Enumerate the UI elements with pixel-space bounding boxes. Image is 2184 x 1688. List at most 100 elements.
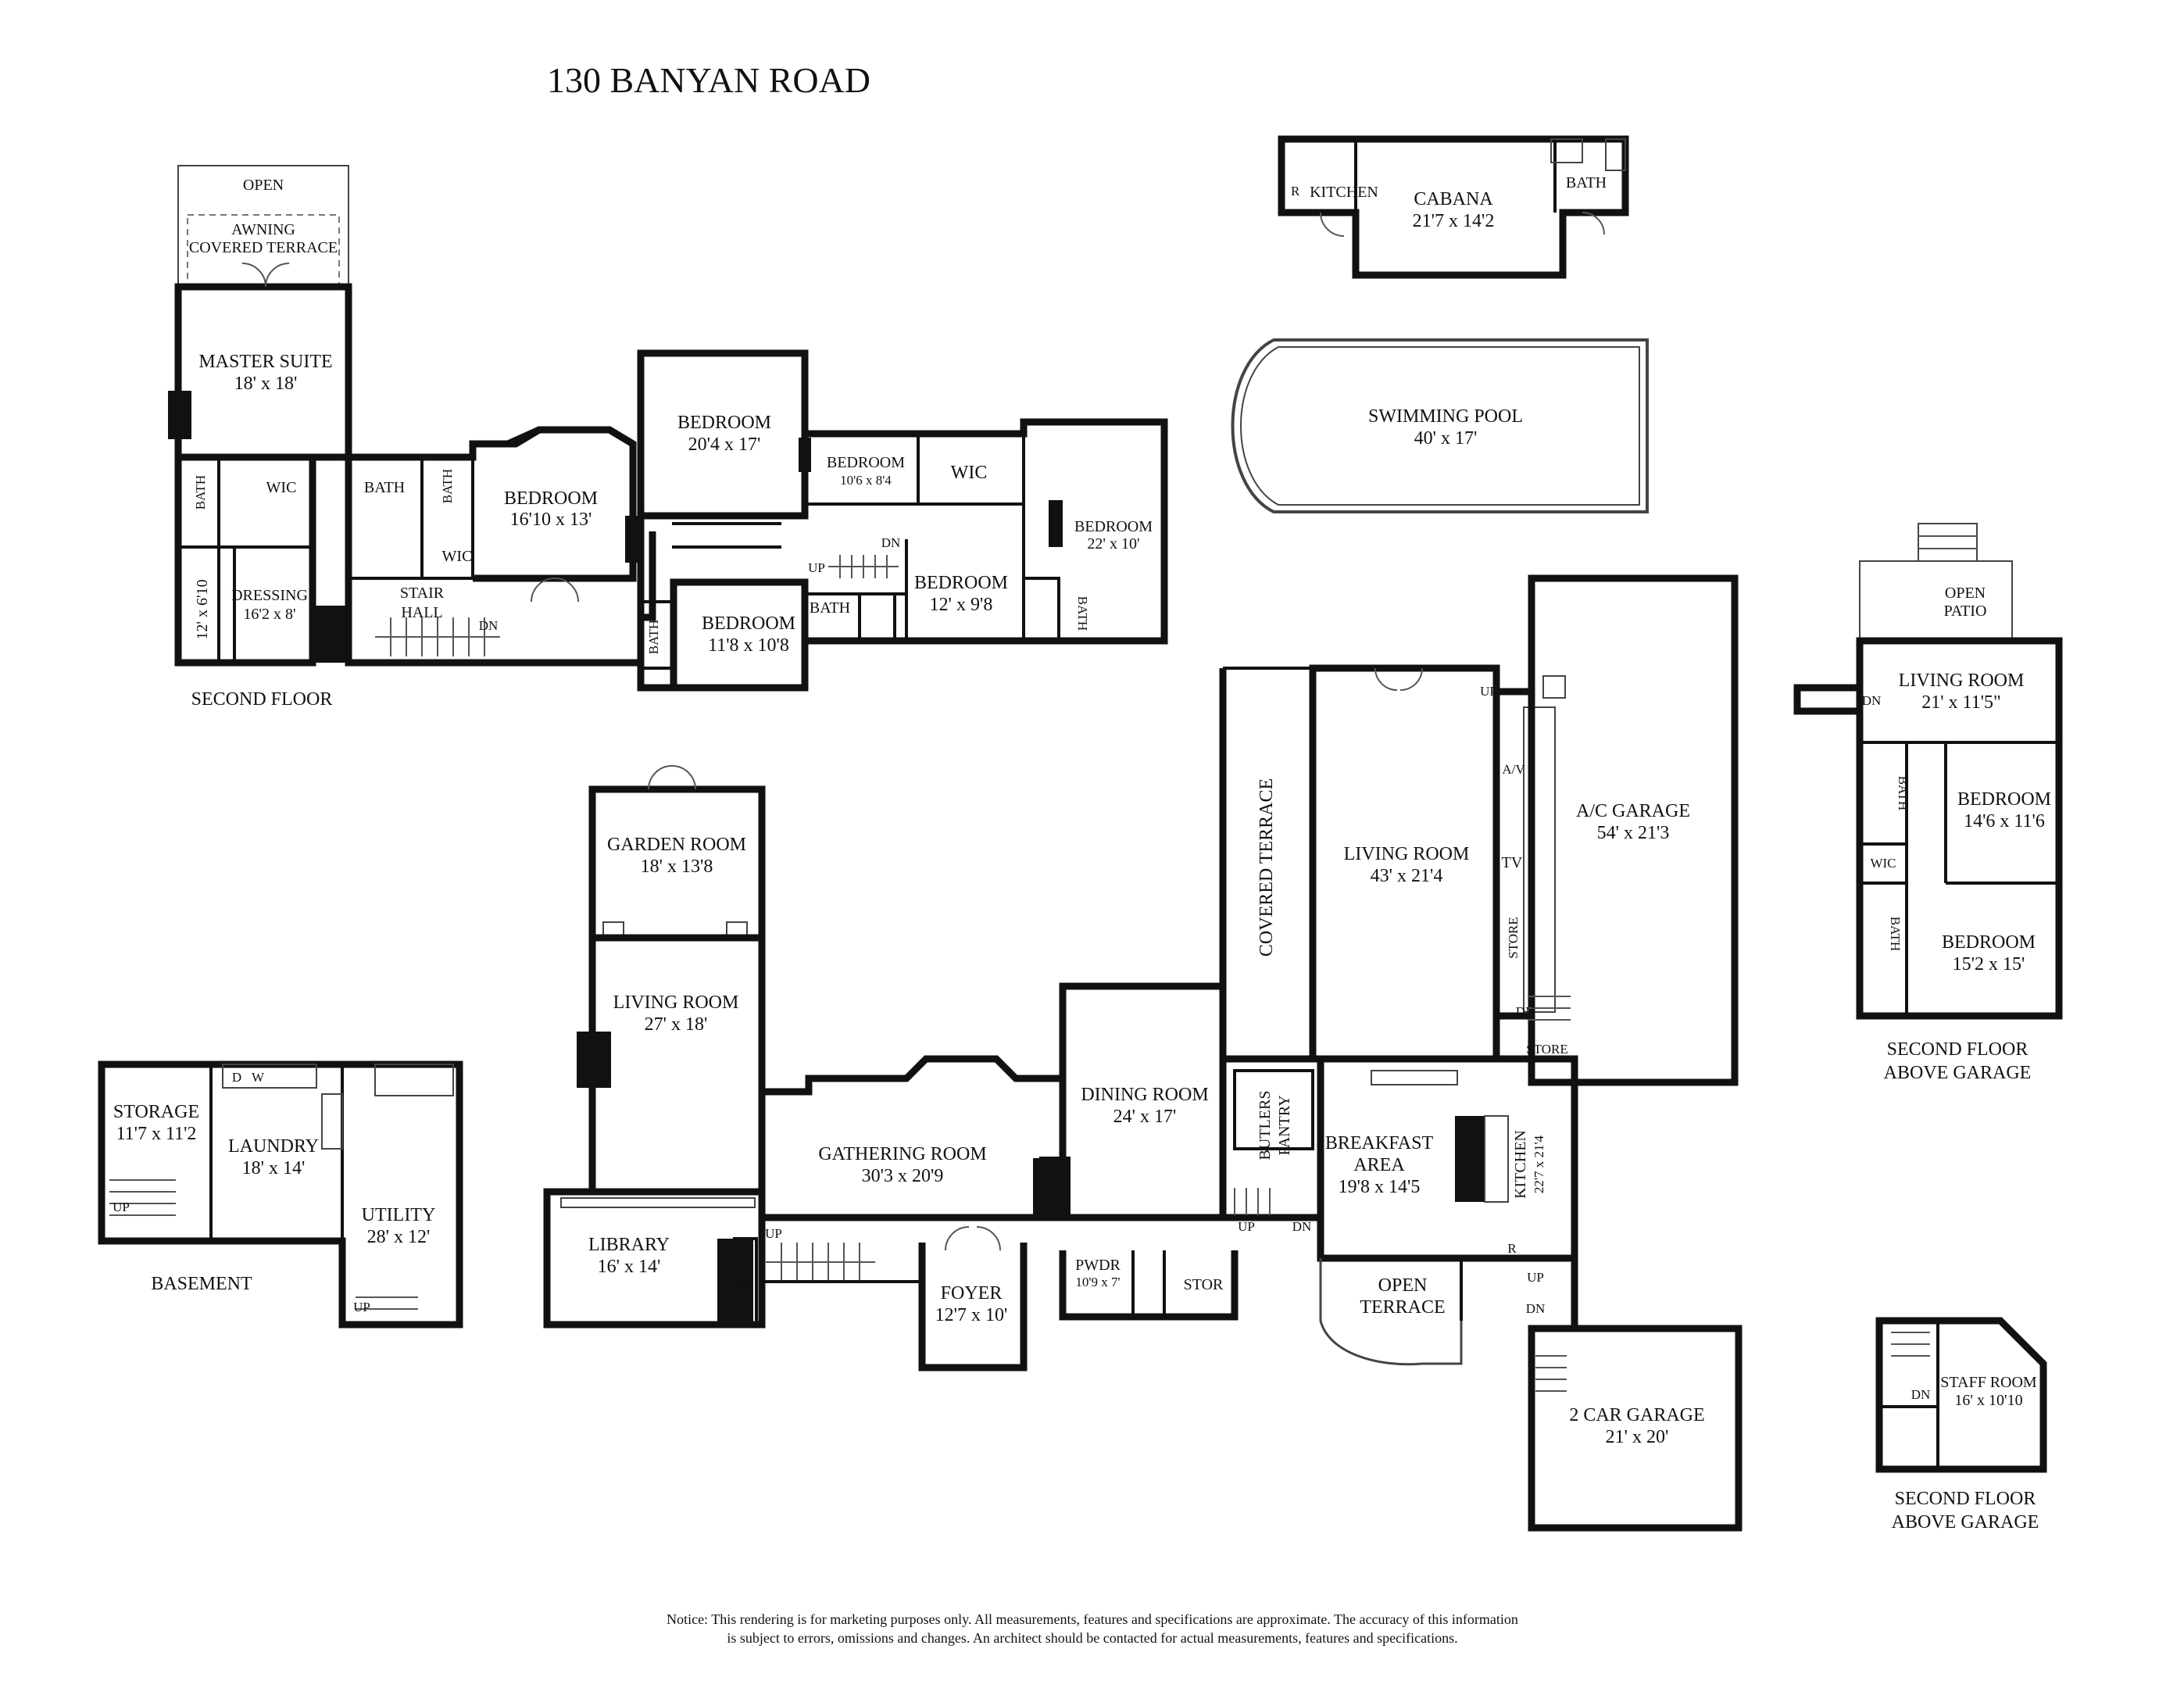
pr-label: PR — [733, 1278, 749, 1293]
ag1-section-label-2: ABOVE GARAGE — [1884, 1063, 2032, 1083]
bedroom-5-dims: 12' x 9'8 — [930, 595, 993, 615]
ag1-bedroom-2-dims: 15'2 x 15' — [1953, 954, 2025, 975]
pwdr-dims: 10'9 x 7' — [1075, 1275, 1120, 1289]
breakfast-area-label: BREAKFAST — [1325, 1133, 1434, 1153]
dining-room-dims: 24' x 17' — [1113, 1107, 1177, 1127]
cabana-name: CABANA — [1414, 189, 1493, 209]
dressing-dims: 16'2 x 8' — [243, 606, 295, 623]
main-up-label-3: UP — [1480, 684, 1497, 699]
bedroom-4-dims: 22' x 10' — [1087, 535, 1139, 553]
kitchen-name: KITCHEN — [1512, 1130, 1529, 1199]
open-patio-label-2: PATIO — [1944, 603, 1987, 620]
gathering-room-dims: 30'3 x 20'9 — [862, 1166, 944, 1186]
ag2-section-label: SECOND FLOOR — [1895, 1489, 2036, 1509]
awning-label: AWNING — [231, 221, 295, 238]
main-up-label-4: UP — [1527, 1270, 1544, 1285]
open-terrace-label: OPEN — [1378, 1275, 1428, 1296]
bedroom-2-dims: 20'4 x 17' — [688, 435, 761, 455]
ag1-wic: WIC — [1870, 856, 1896, 871]
wic-b-label: WIC — [442, 548, 473, 565]
awning-label-2: COVERED TERRACE — [189, 239, 338, 256]
cabana-kitchen-label: KITCHEN — [1310, 184, 1378, 201]
second-floor-section-label: SECOND FLOOR — [191, 689, 333, 710]
living-room-e-dims: 43' x 21'4 — [1371, 866, 1443, 886]
ac-garage-name: A/C GARAGE — [1576, 801, 1690, 821]
ag2-dn: DN — [1911, 1387, 1931, 1402]
master-suite-dims: 18' x 18' — [234, 374, 298, 394]
utility-name: UTILITY — [362, 1205, 436, 1225]
bedroom-3-dims: 10'6 x 8'4 — [840, 473, 892, 488]
gathering-room-name: GATHERING ROOM — [818, 1144, 986, 1164]
tv-label: TV — [1502, 854, 1523, 871]
main-dn-label-2: DN — [1516, 1004, 1535, 1019]
store-b-label: STORE — [1526, 1042, 1568, 1057]
stair-dn-label: DN — [479, 618, 499, 633]
closet-dims: 12' x 6'10 — [194, 579, 211, 639]
ag1-living-room-name: LIVING ROOM — [1899, 671, 2025, 691]
bedroom-2-name: BEDROOM — [677, 413, 771, 433]
basement-w-label: W — [252, 1070, 265, 1085]
ag1-bedroom-1-dims: 14'6 x 11'6 — [1964, 811, 2045, 831]
living-room-w-name: LIVING ROOM — [613, 992, 739, 1013]
wic-c-label: WIC — [951, 463, 988, 483]
bedroom-3-name: BEDROOM — [827, 454, 905, 471]
ag1-living-room-dims: 21' x 11'5" — [1921, 692, 2001, 713]
staff-room-name: STAFF ROOM — [1940, 1374, 2037, 1391]
ac-garage-dims: 54' x 21'3 — [1597, 823, 1670, 843]
main-floor-plan — [543, 574, 1743, 1532]
ag1-bath-b: BATH — [1888, 917, 1903, 951]
covered-terrace-label: COVERED TERRACE — [1256, 778, 1277, 957]
ag1-dn: DN — [1862, 693, 1882, 708]
bedroom-6-name: BEDROOM — [702, 613, 795, 634]
open-terrace-label-2: TERRACE — [1360, 1297, 1445, 1318]
notice-line-2: is subject to errors, omissions and chan… — [727, 1630, 1457, 1646]
main-dn-label-3: DN — [1526, 1301, 1546, 1316]
stair-hall-label-2: HALL — [401, 604, 442, 621]
bath-d-label: BATH — [810, 599, 850, 617]
bedroom-4-name: BEDROOM — [1074, 518, 1153, 535]
stor-label: STOR — [1184, 1276, 1224, 1293]
storage-name: STORAGE — [113, 1102, 199, 1122]
dressing-name: DRESSING — [231, 587, 308, 604]
notice-line-1: Notice: This rendering is for marketing … — [667, 1611, 1518, 1627]
ag1-bedroom-1-name: BEDROOM — [1957, 789, 2051, 810]
kitchen-r-label: R — [1507, 1241, 1517, 1256]
ag1-section-label: SECOND FLOOR — [1887, 1039, 2029, 1060]
main-dn-label-1: DN — [1292, 1219, 1312, 1234]
open-label: OPEN — [243, 177, 284, 194]
breakfast-area-dims: 19'8 x 14'5 — [1339, 1177, 1421, 1197]
ag1-bath-a: BATH — [1896, 776, 1911, 810]
dining-room-name: DINING ROOM — [1081, 1085, 1208, 1105]
butlers-pantry-label: BUTLERS — [1256, 1091, 1274, 1160]
bath-a-label: BATH — [193, 475, 208, 510]
laundry-dims: 18' x 14' — [242, 1158, 306, 1178]
basement-up-1: UP — [113, 1200, 130, 1214]
two-car-garage-dims: 21' x 20' — [1606, 1427, 1669, 1447]
pool-dims: 40' x 17' — [1414, 428, 1478, 449]
bedroom-6-dims: 11'8 x 10'8 — [708, 635, 789, 656]
bedroom-1-name: BEDROOM — [504, 488, 598, 509]
basement-d-label: D — [232, 1070, 241, 1085]
wic-a-label: WIC — [266, 479, 297, 496]
ag2-section-label-2: ABOVE GARAGE — [1892, 1512, 2039, 1532]
cabana-r-label: R — [1291, 184, 1300, 198]
breakfast-area-label-2: AREA — [1353, 1155, 1405, 1175]
ag1-bedroom-2-name: BEDROOM — [1942, 932, 2036, 953]
stair-hall-label: STAIR — [400, 585, 445, 602]
master-suite-name: MASTER SUITE — [198, 352, 332, 372]
cabana-plan — [1278, 135, 1629, 279]
library-name: LIBRARY — [588, 1235, 670, 1255]
above-garage-1-plan — [1793, 523, 2063, 1020]
page-title: 130 BANYAN ROAD — [547, 60, 870, 100]
bedroom-1-dims: 16'10 x 13' — [510, 510, 592, 530]
av-label: A/V — [1502, 762, 1525, 777]
foyer-name: FOYER — [941, 1283, 1003, 1304]
library-dims: 16' x 14' — [598, 1257, 661, 1277]
laundry-name: LAUNDRY — [228, 1136, 319, 1157]
foyer-dims: 12'7 x 10' — [935, 1305, 1008, 1325]
stair-dn-label-2: DN — [881, 535, 901, 550]
cabana-bath-label: BATH — [1566, 174, 1607, 191]
staff-room-dims: 16' x 10'10 — [1954, 1392, 2022, 1409]
pool-name: SWIMMING POOL — [1368, 406, 1523, 427]
